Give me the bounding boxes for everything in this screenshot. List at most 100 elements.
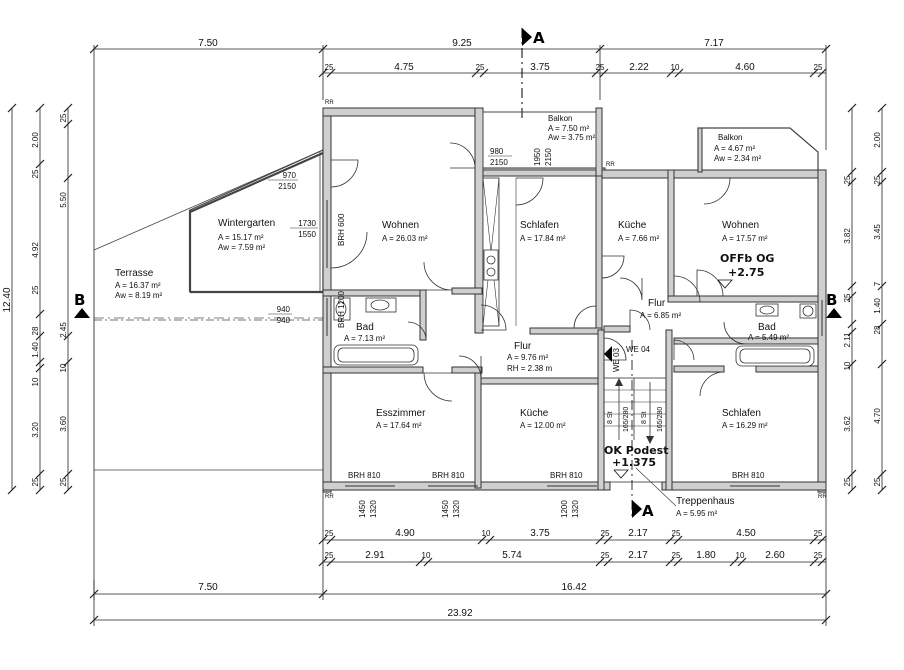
dim-left-in-1: 25 xyxy=(59,113,68,122)
section-a-label-top: A xyxy=(533,29,545,47)
room-area-flur-right: A = 6.85 m² xyxy=(640,311,681,320)
dim-left-in-9: 25 xyxy=(31,477,40,486)
dim-right-in-6: 28 xyxy=(873,325,882,334)
room-area-wintergarten: A = 15.17 m² xyxy=(218,233,264,242)
dim-top-r2-9: 25 xyxy=(814,63,823,72)
win-1320-b: 1320 xyxy=(452,500,461,518)
door-2150-a: 2150 xyxy=(278,182,296,191)
dim-bot-r2-4: 5.74 xyxy=(502,550,522,561)
room-area-bad-left: A = 7.13 m² xyxy=(344,334,385,343)
section-a-bottom-marker: A xyxy=(604,340,654,520)
dim-left-in-8: 3.60 xyxy=(59,416,68,432)
brh1200: BRH 1200 xyxy=(337,291,346,328)
kitchen-counter xyxy=(482,177,517,327)
room-name-schlafen-top: Schlafen xyxy=(520,220,559,231)
brh810-1: BRH 810 xyxy=(348,471,381,480)
dim-right-in-5: 2.11 xyxy=(843,332,852,348)
brh600: BRH 600 xyxy=(337,213,346,246)
dim-right-out-4: 1.40 xyxy=(873,298,882,314)
stairs-count-right: 8 St xyxy=(641,411,648,424)
podest-label: OK Podest xyxy=(604,444,668,457)
offb-label: OFFb OG xyxy=(720,252,774,265)
rr-mid: RR xyxy=(606,162,615,168)
dim-bot-r3-2: 16.42 xyxy=(561,582,586,593)
door-swings xyxy=(330,142,747,402)
dim-top-r2-1: 25 xyxy=(325,63,334,72)
room-area-schlafen-bottom: A = 16.29 m² xyxy=(722,421,768,430)
walls xyxy=(322,107,827,493)
dim-bot-r2-7: 25 xyxy=(672,551,681,560)
room-name-wintergarten: Wintergarten xyxy=(218,218,275,229)
win-1320-c: 1320 xyxy=(571,500,580,518)
dim-left-mid-2: 28 xyxy=(31,326,40,335)
dim-right-in-8: 3.62 xyxy=(843,416,852,432)
room-area-flur-left: A = 9.76 m² xyxy=(507,353,548,362)
dim-bot-r2-8: 1.80 xyxy=(696,550,716,561)
room-area-kueche-top: A = 7.66 m² xyxy=(618,234,659,243)
dim-bot-r1-2: 4.90 xyxy=(395,528,415,539)
brh810-4: BRH 810 xyxy=(732,471,765,480)
right-dimensions: 2.00 25 3.82 25 2.11 28 10 3.62 25 25 3.… xyxy=(843,103,887,495)
dim-top-r2-8: 4.60 xyxy=(735,62,755,73)
room-area-wohnen-right: A = 17.57 m² xyxy=(722,234,768,243)
unit-we03: WE 03 xyxy=(612,347,621,372)
dim-left-in-10: 25 xyxy=(59,477,68,486)
dim-bot-r2-10: 2.60 xyxy=(765,550,785,561)
door-1550: 1550 xyxy=(298,230,316,239)
win-1320-a: 1320 xyxy=(369,500,378,518)
room-area-wohnen-left: A = 26.03 m² xyxy=(382,234,428,243)
rr-br: RR xyxy=(818,494,827,500)
dim-bot-r2-9: 10 xyxy=(736,551,745,560)
room-area-terrasse: A = 16.37 m² xyxy=(115,281,161,290)
staircase xyxy=(603,377,667,483)
room-name-flur-left: Flur xyxy=(514,341,532,352)
stairs-count-left: 8 St xyxy=(607,411,614,424)
unit-we04: WE 04 xyxy=(626,345,651,354)
dim-right-out-3: 7 xyxy=(873,281,882,286)
door-1950: 1950 xyxy=(533,148,542,166)
bathroom-fixtures xyxy=(333,297,817,367)
dim-bot-r1-3: 10 xyxy=(482,529,491,538)
room-area-balkon-left: A = 7.50 m² xyxy=(548,124,589,133)
unit-markers: WE 03 WE 04 8 St 165/280 8 St 165/280 xyxy=(607,345,664,432)
stairs-ratio-right: 165/280 xyxy=(657,407,664,432)
section-b-label-right: B xyxy=(826,291,837,309)
dim-top-r2-6: 2.22 xyxy=(629,62,649,73)
door-1730: 1730 xyxy=(298,219,316,228)
dim-bot-r4-1: 23.92 xyxy=(447,608,472,619)
dim-bot-r2-11: 25 xyxy=(814,551,823,560)
room-name-balkon-right: Balkon xyxy=(718,133,742,142)
room-area-balkon-right: A = 4.67 m² xyxy=(714,144,755,153)
dim-left-in-6: 2.45 xyxy=(59,322,68,338)
room-area-bad-right: A = 5.49 m² xyxy=(748,333,789,342)
win-1450-b: 1450 xyxy=(441,500,450,518)
dim-bot-r1-7: 25 xyxy=(672,529,681,538)
dim-right-in-3: 3.82 xyxy=(843,228,852,244)
dim-left-mid-3: 1.40 xyxy=(31,342,40,358)
room-aw-terrasse: Aw = 8.19 m² xyxy=(115,291,163,300)
windows xyxy=(326,200,823,487)
dim-left-in-3: 25 xyxy=(31,169,40,178)
dim-right-in-4: 25 xyxy=(843,293,852,302)
dim-right-in-1: 2.00 xyxy=(873,132,882,148)
section-b-label-left: B xyxy=(74,291,85,309)
dim-left-in-5: 25 xyxy=(31,285,40,294)
room-name-wohnen-left: Wohnen xyxy=(382,220,419,231)
dim-bot-r1-8: 4.50 xyxy=(736,528,756,539)
room-name-treppenhaus: Treppenhaus xyxy=(676,496,735,507)
podest-value: +1.375 xyxy=(612,456,656,469)
room-name-terrasse: Terrasse xyxy=(115,268,154,279)
dim-bot-r2-5: 25 xyxy=(601,551,610,560)
door-940-a: 940 xyxy=(277,305,291,314)
room-labels: Terrasse A = 16.37 m² Aw = 8.19 m² Winte… xyxy=(115,114,789,518)
level-annotations: OFFb OG +2.75 OK Podest +1.375 xyxy=(604,252,774,479)
section-b-markers: B B xyxy=(74,291,842,319)
left-dimensions: 12.40 4.92 28 1.40 10 3.20 25 2.00 25 5.… xyxy=(2,103,73,495)
bottom-dimensions: 25 4.90 10 3.75 25 2.17 25 4.50 25 25 2.… xyxy=(89,490,831,626)
dim-left-in-4: 5.50 xyxy=(59,192,68,208)
dim-bot-r1-1: 25 xyxy=(325,529,334,538)
room-area-schlafen-top: A = 17.84 m² xyxy=(520,234,566,243)
dim-top-3: 7.17 xyxy=(704,38,724,49)
dim-right-out-5: 4.70 xyxy=(873,408,882,424)
room-name-flur-right: Flur xyxy=(648,298,666,309)
